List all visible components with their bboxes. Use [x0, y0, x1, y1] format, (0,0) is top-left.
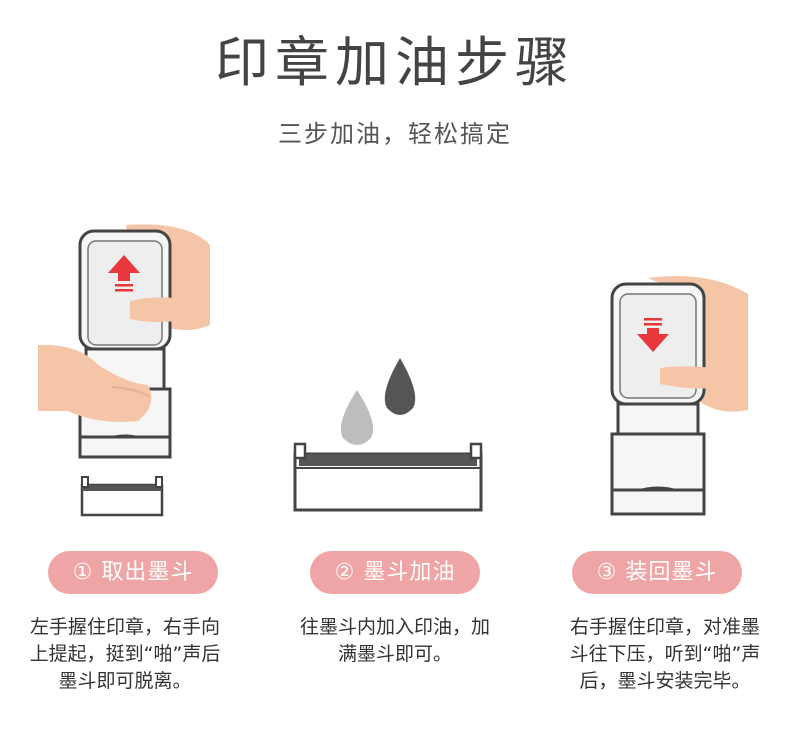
step1-description: 左手握住印章，右手向 上提起，挺到“啪”声后 墨斗即可脱离。	[29, 616, 221, 692]
step3-label: ③ 装回墨斗	[572, 551, 742, 594]
step2-label: ② 墨斗加油	[310, 551, 480, 594]
step2-illustration	[293, 358, 483, 512]
ink-drop-icon	[340, 358, 416, 445]
step3-description: 右手握住印章，对准墨 斗往下压，听到“啪”声 后，墨斗安装完毕。	[569, 616, 761, 692]
hand-left	[38, 344, 152, 422]
step1-illustration	[38, 224, 210, 517]
step1-label: ① 取出墨斗	[48, 551, 218, 594]
stamp-base	[610, 432, 706, 492]
step2-description: 往墨斗内加入印油，加 满墨斗即可。	[299, 616, 490, 665]
ink-box	[80, 476, 164, 517]
page-subtitle: 三步加油，轻松搞定	[278, 120, 512, 148]
ink-box	[293, 442, 483, 512]
arrow-up-icon	[108, 255, 140, 292]
step3-illustration	[610, 276, 748, 516]
page-title: 印章加油步骤	[215, 31, 575, 94]
stamp-body	[616, 402, 700, 436]
arrow-down-icon	[637, 318, 669, 352]
